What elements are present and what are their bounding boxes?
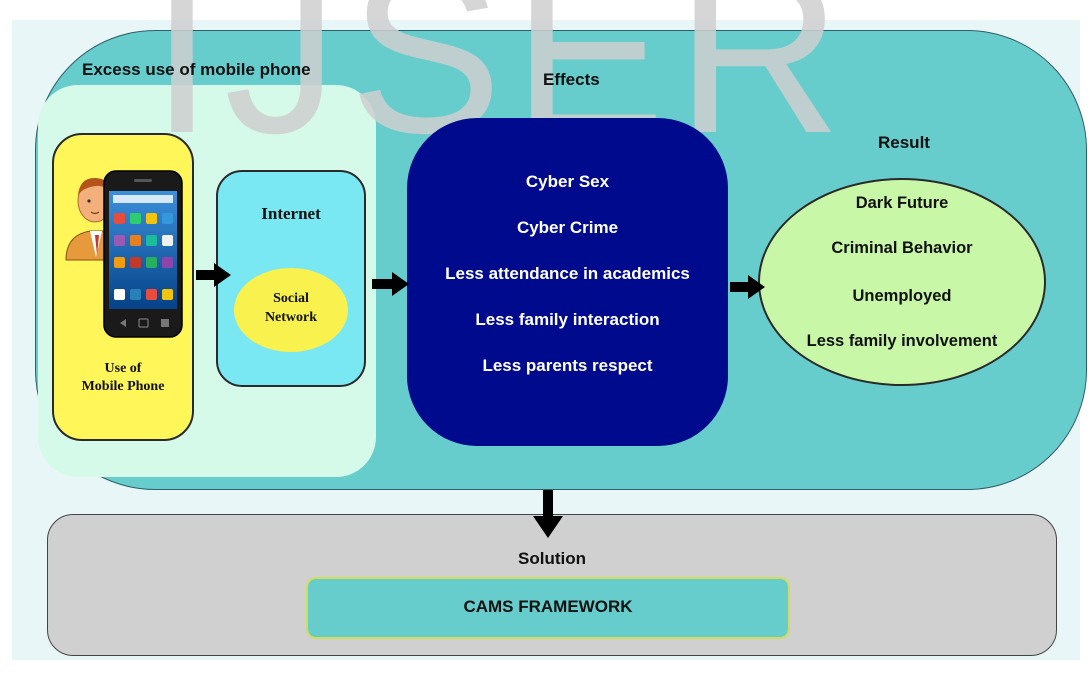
phone-label-line2: Mobile Phone xyxy=(81,379,165,394)
effect-item: Less parents respect xyxy=(482,356,653,375)
result-oval xyxy=(758,178,1046,386)
mobile-phone-label: Use of Mobile Phone xyxy=(52,360,194,396)
result-item: Criminal Behavior xyxy=(831,239,973,257)
arrow-effects-to-result xyxy=(730,275,765,299)
effects-label: Effects xyxy=(543,70,600,89)
result-item: Dark Future xyxy=(855,194,949,212)
result-label: Result xyxy=(878,133,930,152)
phone-label-line1: Use of xyxy=(104,361,142,376)
phone-user-illustration xyxy=(65,170,183,338)
arrow-internet-to-effects xyxy=(372,272,409,296)
social-network-label: Social Network xyxy=(234,289,348,327)
social-line1: Social xyxy=(273,291,309,306)
effect-item: Less family interaction xyxy=(475,310,660,329)
solution-label: Solution xyxy=(518,549,586,568)
result-item: Unemployed xyxy=(852,287,952,305)
arrow-phone-to-internet xyxy=(196,263,231,287)
excess-use-label: Excess use of mobile phone xyxy=(82,60,311,79)
effect-item: Cyber Sex xyxy=(525,172,610,191)
cams-framework-box xyxy=(306,577,790,639)
social-line2: Network xyxy=(264,310,318,325)
effect-item: Less attendance in academics xyxy=(445,264,690,283)
effect-item: Cyber Crime xyxy=(516,218,619,237)
internet-label: Internet xyxy=(261,204,321,223)
arrow-to-solution xyxy=(533,490,563,538)
smartphone-icon xyxy=(103,170,183,338)
social-network-oval xyxy=(234,268,348,352)
result-item: Less family involvement xyxy=(806,332,998,350)
cams-framework-label: CAMS FRAMEWORK xyxy=(463,597,633,616)
effects-box xyxy=(407,118,728,446)
